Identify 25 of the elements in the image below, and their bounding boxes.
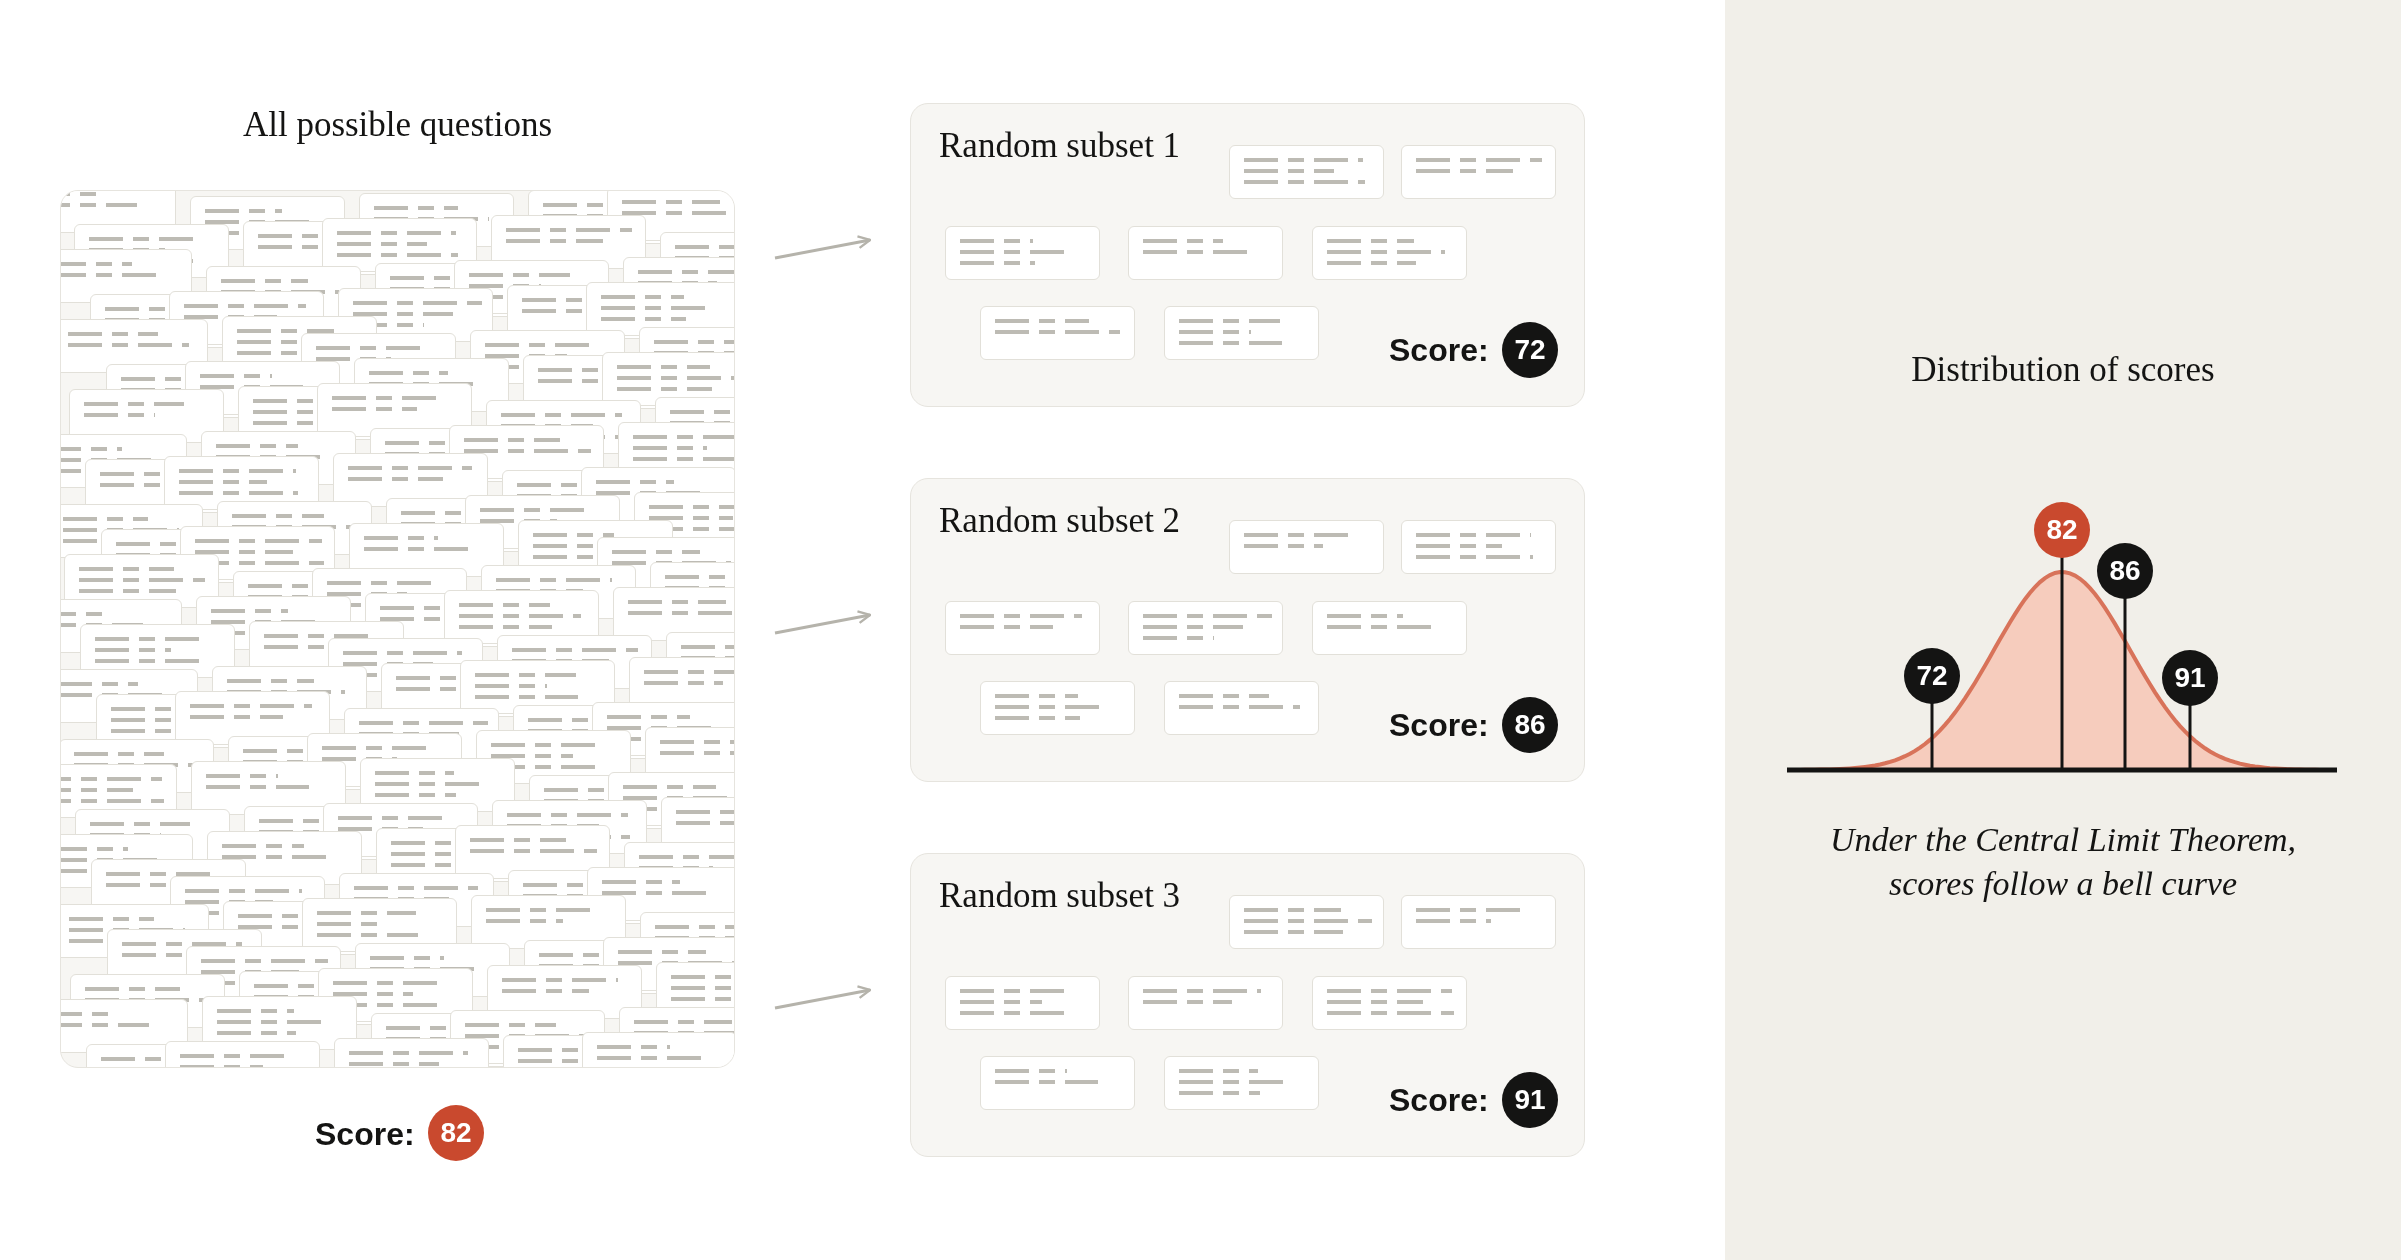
pin-label: 72 [1915,659,1949,693]
subset-panel [910,853,1585,1157]
pin-label: 91 [2173,661,2207,695]
chart-caption: Under the Central Limit Theorem, scores follow a bell curve [1828,820,2298,904]
panel-heading: Random subset 1 [939,126,1181,166]
chart-title: Distribution of scores [1910,350,2216,390]
score-label: Score: [1389,707,1489,744]
subset-panel [910,103,1585,407]
score-label: Score: [1389,332,1489,369]
panel-background [1725,0,2401,1260]
pin-label: 82 [2045,513,2079,547]
score-badge: 91 [1502,1072,1558,1128]
score-label: Score: [1389,1082,1489,1119]
score-badge: 86 [1502,697,1558,753]
arrow [774,610,872,635]
panel-heading: All possible questions [241,105,554,145]
panel-heading: Random subset 2 [939,501,1181,541]
score-badge: 72 [1502,322,1558,378]
subset-panel [910,478,1585,782]
score-badge: 82 [428,1105,484,1161]
pin-label: 86 [2108,554,2142,588]
arrow [774,985,872,1010]
arrow [774,235,872,260]
score-label: Score: [315,1116,415,1153]
panel-heading: Random subset 3 [939,876,1181,916]
